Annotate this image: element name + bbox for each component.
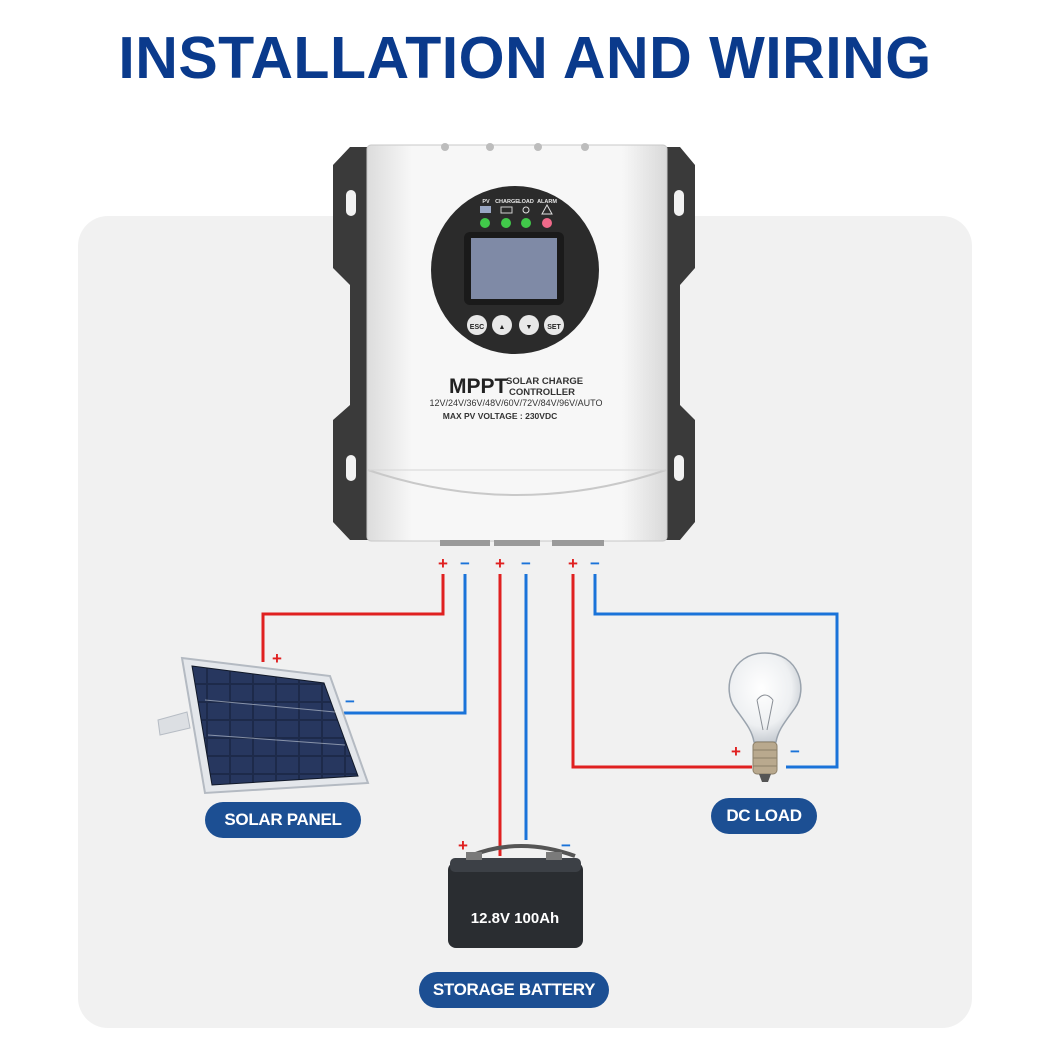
pv-positive-wire — [261, 574, 445, 662]
load-negative-wire — [593, 574, 839, 769]
panel-stand — [157, 711, 191, 736]
terminal-block — [552, 540, 604, 546]
dc-load-label: DC LOAD — [711, 798, 817, 834]
load-led — [521, 218, 531, 228]
bulb-glass — [728, 652, 802, 743]
esc-button[interactable]: ESC — [467, 315, 487, 335]
set-button[interactable]: SET — [544, 315, 564, 335]
pv-led — [480, 218, 490, 228]
load-positive-terminal: + — [568, 554, 578, 573]
solar-positive-mark: + — [272, 649, 282, 668]
indicator-label-pv: PV — [482, 199, 490, 205]
battery-positive-mark: + — [458, 836, 468, 855]
load-positive-mark: + — [731, 742, 741, 761]
battery-icon — [500, 206, 513, 214]
bracket-slot — [674, 455, 684, 481]
bracket-slot — [674, 190, 684, 216]
controller-subtitle-1: SOLAR CHARGE — [506, 376, 583, 387]
battery-positive-terminal: + — [495, 554, 505, 573]
terminal-block — [440, 540, 490, 546]
load-positive-wire — [571, 574, 752, 769]
up-button[interactable]: ▲ — [492, 315, 512, 335]
controller-voltages: 12V/24V/36V/48V/60V/72V/84V/96V/AUTO — [430, 398, 603, 408]
down-button[interactable]: ▼ — [519, 315, 539, 335]
storage-battery: 12.8V 100Ah — [448, 844, 583, 948]
mppt-controller: PV CHARGE LOAD ALARM ESC ▲ — [333, 143, 695, 546]
warning-icon — [541, 203, 553, 215]
svg-text:▼: ▼ — [526, 324, 533, 331]
pv-negative-terminal: − — [460, 554, 470, 573]
controller-cover-line — [367, 469, 667, 496]
wires — [261, 574, 839, 856]
lcd-screen — [471, 238, 557, 299]
svg-text:▲: ▲ — [499, 324, 506, 331]
load-negative-mark: − — [790, 742, 800, 761]
indicator-label-load: LOAD — [518, 199, 534, 205]
controller-brand: MPPT — [449, 375, 508, 398]
solar-negative-mark: − — [345, 692, 355, 711]
panel-cells — [191, 665, 359, 786]
terminal-block — [494, 540, 540, 546]
indicator-label-charge: CHARGE — [495, 199, 519, 205]
bracket-slot — [346, 190, 356, 216]
battery-negative-mark: − — [561, 836, 571, 855]
bracket-slot — [346, 455, 356, 481]
battery-body — [448, 862, 583, 948]
right-bracket — [665, 147, 695, 540]
light-bulb — [728, 652, 802, 782]
alarm-led — [542, 218, 552, 228]
left-bracket — [333, 147, 372, 540]
battery-negative-terminal: − — [521, 554, 531, 573]
battery-rating-label: 12.8V 100Ah — [471, 910, 559, 927]
load-negative-terminal: − — [590, 554, 600, 573]
battery-negative-post — [546, 852, 562, 860]
charge-led — [501, 218, 511, 228]
controller-max-pv: MAX PV VOLTAGE : 230VDC — [443, 411, 557, 421]
bulb-icon — [522, 206, 530, 214]
pv-positive-terminal: + — [438, 554, 448, 573]
svg-text:ESC: ESC — [470, 324, 484, 331]
solar-panel — [157, 656, 370, 795]
storage-battery-label: STORAGE BATTERY — [419, 972, 609, 1008]
indicator-label-alarm: ALARM — [537, 199, 557, 205]
svg-text:SET: SET — [547, 324, 561, 331]
solar-panel-label: SOLAR PANEL — [205, 802, 361, 838]
pv-negative-wire — [344, 574, 467, 715]
controller-subtitle-2: CONTROLLER — [509, 387, 575, 398]
solar-icon — [480, 206, 491, 213]
battery-positive-post — [466, 852, 482, 860]
page-title: INSTALLATION AND WIRING — [118, 25, 932, 91]
